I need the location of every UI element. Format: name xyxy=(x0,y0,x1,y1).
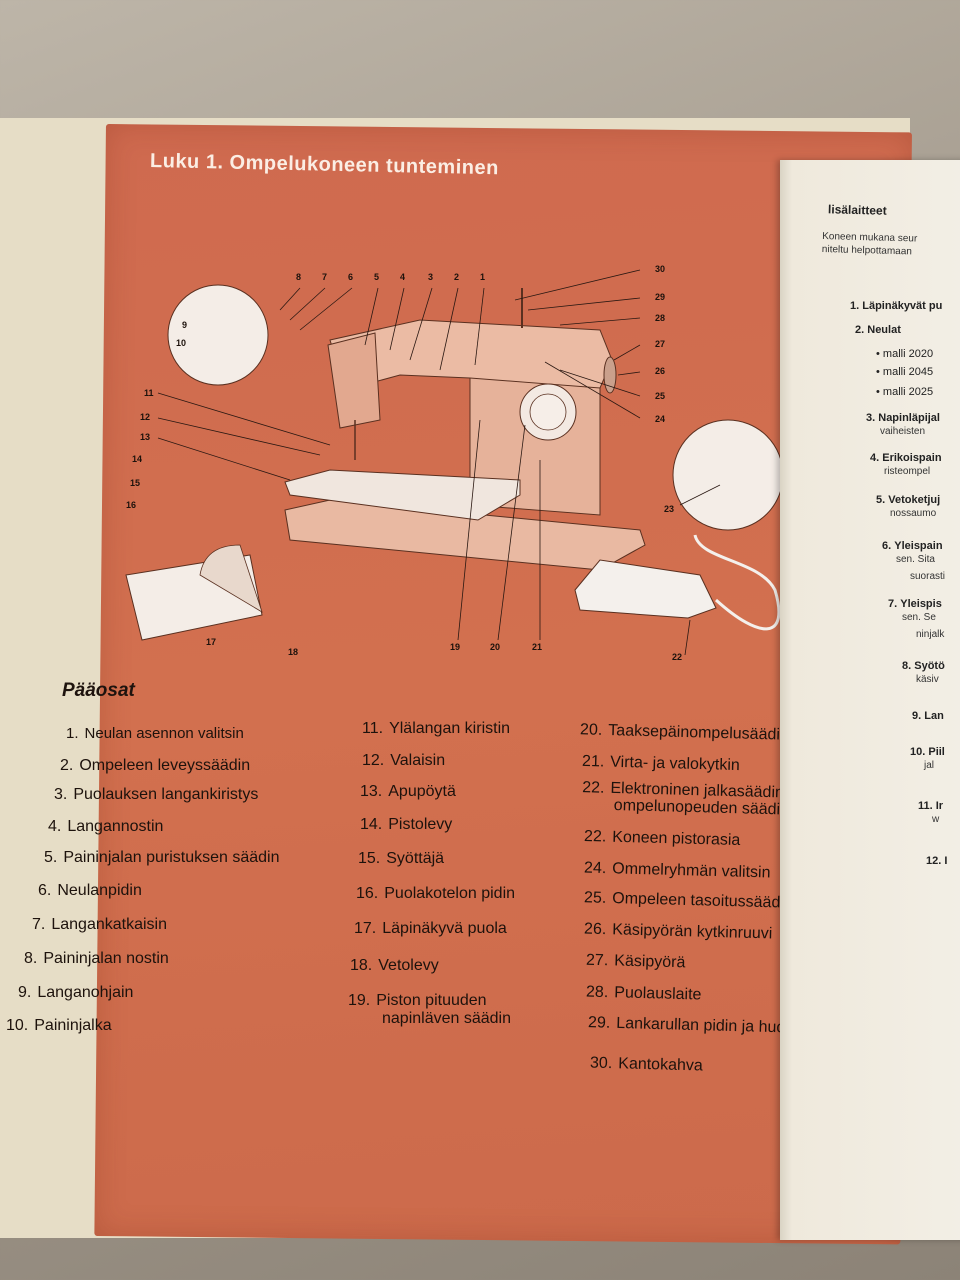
machine-illustration xyxy=(284,288,646,571)
diagram-label-26: 26 xyxy=(655,366,665,376)
diagram-label-20: 20 xyxy=(490,642,500,652)
list-item: 4.Langannostin xyxy=(48,818,164,835)
list-item: 18.Vetolevy xyxy=(350,957,439,974)
list-item: 12.Valaisin xyxy=(362,752,446,769)
list-item: 2.Ompeleen leveyssäädin xyxy=(60,757,251,774)
diagram-label-24: 24 xyxy=(655,414,665,424)
diagram-label-27: 27 xyxy=(655,339,665,349)
diagram-label-11: 11 xyxy=(144,388,154,398)
list-item: 30.Kantokahva xyxy=(589,1054,703,1075)
list-item: 28.Puolauslaite xyxy=(585,983,702,1004)
foot-pedal xyxy=(574,559,717,619)
diagram-label-9: 9 xyxy=(182,320,187,330)
right-intro-line1: Koneen mukana seur xyxy=(822,231,918,245)
detail-circle-presser-foot xyxy=(167,284,269,386)
diagram-label-25: 25 xyxy=(655,391,665,401)
list-item: 12. I xyxy=(926,855,948,867)
right-page-title: lisälaitteet xyxy=(827,202,887,218)
list-item: 5.Paininjalan puristuksen säädin xyxy=(44,849,280,866)
list-item: 1.Neulan asennon valitsin xyxy=(66,725,244,742)
list-item: 6.Neulanpidin xyxy=(38,882,142,899)
diagram-label-12: 12 xyxy=(140,412,150,422)
right-intro-line2: niteltu helpottamaan xyxy=(821,244,913,258)
diagram-label-17: 17 xyxy=(206,637,216,647)
diagram-label-13: 13 xyxy=(140,432,150,442)
list-item: 3.Puolauksen langankiristys xyxy=(54,786,259,803)
diagram-label-5: 5 xyxy=(374,272,379,282)
diagram-label-16: 16 xyxy=(126,500,136,510)
right-page xyxy=(780,160,960,1240)
list-item: 27.Käsipyörä xyxy=(585,951,686,972)
sewing-machine-diagram: 8 7 6 5 4 3 2 1 30 29 28 27 26 25 24 9 1… xyxy=(125,264,784,662)
diagram-label-15: 15 xyxy=(130,478,140,488)
diagram-label-7: 7 xyxy=(322,272,327,282)
diagram-label-1: 1 xyxy=(480,272,485,282)
right-page-intro: Koneen mukana seur niteltu helpottamaan xyxy=(822,230,960,260)
list-item: ninjalk xyxy=(916,629,945,640)
diagram-label-28: 28 xyxy=(655,313,665,323)
section-title: Pääosat xyxy=(62,680,135,701)
diagram-label-29: 29 xyxy=(655,292,665,302)
list-item: 8.Paininjalan nostin xyxy=(24,950,169,967)
list-item: 2. Neulat xyxy=(855,324,901,336)
diagram-label-19: 19 xyxy=(450,642,460,652)
list-item: 15.Syöttäjä xyxy=(358,850,445,867)
diagram-label-6: 6 xyxy=(348,272,353,282)
diagram-label-4: 4 xyxy=(400,272,405,282)
list-item: 13.Apupöytä xyxy=(360,783,456,800)
list-item: 16.Puolakotelon pidin xyxy=(356,885,516,902)
list-item: 1. Läpinäkyvät pu xyxy=(850,300,943,312)
list-item: • malli 2025 xyxy=(876,386,934,398)
diagram-label-18: 18 xyxy=(288,647,298,657)
list-item: • malli 2045 xyxy=(876,366,934,378)
list-item: 14.Pistolevy xyxy=(360,816,453,833)
diagram-label-2: 2 xyxy=(454,272,459,282)
list-item: 9.Langanohjain xyxy=(18,984,134,1001)
list-item: 7.Langankatkaisin xyxy=(32,916,167,933)
diagram-label-10: 10 xyxy=(176,338,186,348)
list-item: • malli 2020 xyxy=(876,348,934,360)
list-item: 10.Paininjalka xyxy=(6,1017,112,1034)
list-item: 9. Lan xyxy=(912,710,944,722)
detail-circle-socket xyxy=(672,419,784,531)
diagram-label-23: 23 xyxy=(664,504,674,514)
diagram-label-30: 30 xyxy=(655,264,665,274)
list-item: 17.Läpinäkyvä puola xyxy=(354,920,507,937)
diagram-label-21: 21 xyxy=(532,642,542,652)
diagram-label-22: 22 xyxy=(672,652,682,662)
diagram-label-3: 3 xyxy=(428,272,433,282)
list-item: 11.Ylälangan kiristin xyxy=(362,720,511,737)
list-item: suorasti xyxy=(910,571,946,582)
diagram-label-14: 14 xyxy=(132,454,142,464)
diagram-label-8: 8 xyxy=(296,272,301,282)
